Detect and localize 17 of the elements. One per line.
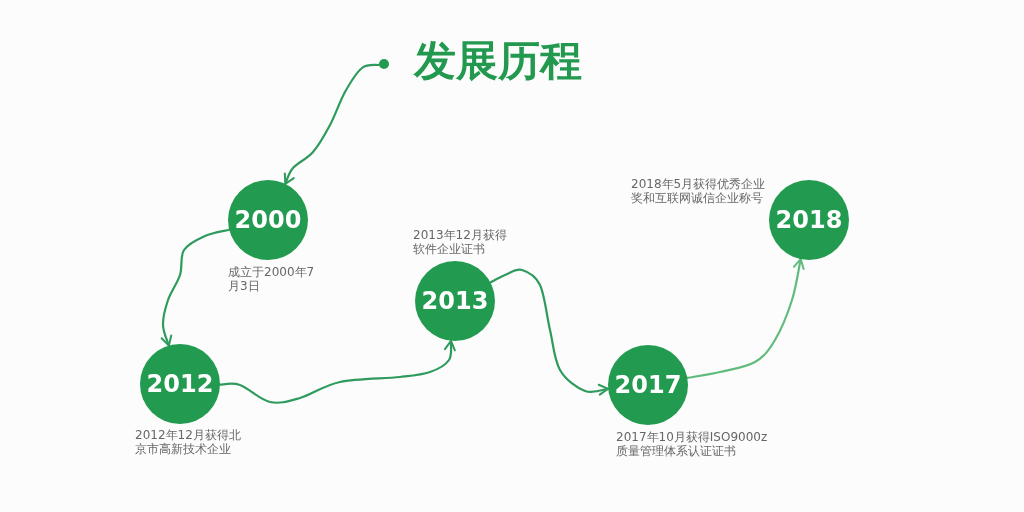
year-circle: 2012 [140, 344, 220, 424]
start-dot [379, 59, 389, 69]
curved-arrow [489, 268, 610, 397]
year-circle: 2013 [415, 261, 495, 341]
curved-arrow [283, 63, 381, 185]
milestone-note: 2018年5月获得优秀企业奖和互联网诚信企业称号 [631, 177, 767, 205]
year-circle: 2017 [608, 345, 688, 425]
year-circle: 2000 [228, 180, 308, 260]
milestone-note: 2013年12月获得软件企业证书 [413, 228, 508, 256]
page-title: 发展历程 [414, 35, 582, 87]
year-circle: 2018 [769, 180, 849, 260]
curved-arrow [686, 258, 805, 379]
milestone-note: 成立于2000年7月3日 [228, 265, 316, 293]
milestone-note: 2012年12月获得北京市高新技术企业 [135, 428, 242, 456]
milestone-note: 2017年10月获得ISO9000z质量管理体系认证证书 [616, 430, 769, 458]
curved-arrow [218, 339, 457, 404]
curved-arrow [160, 228, 231, 347]
